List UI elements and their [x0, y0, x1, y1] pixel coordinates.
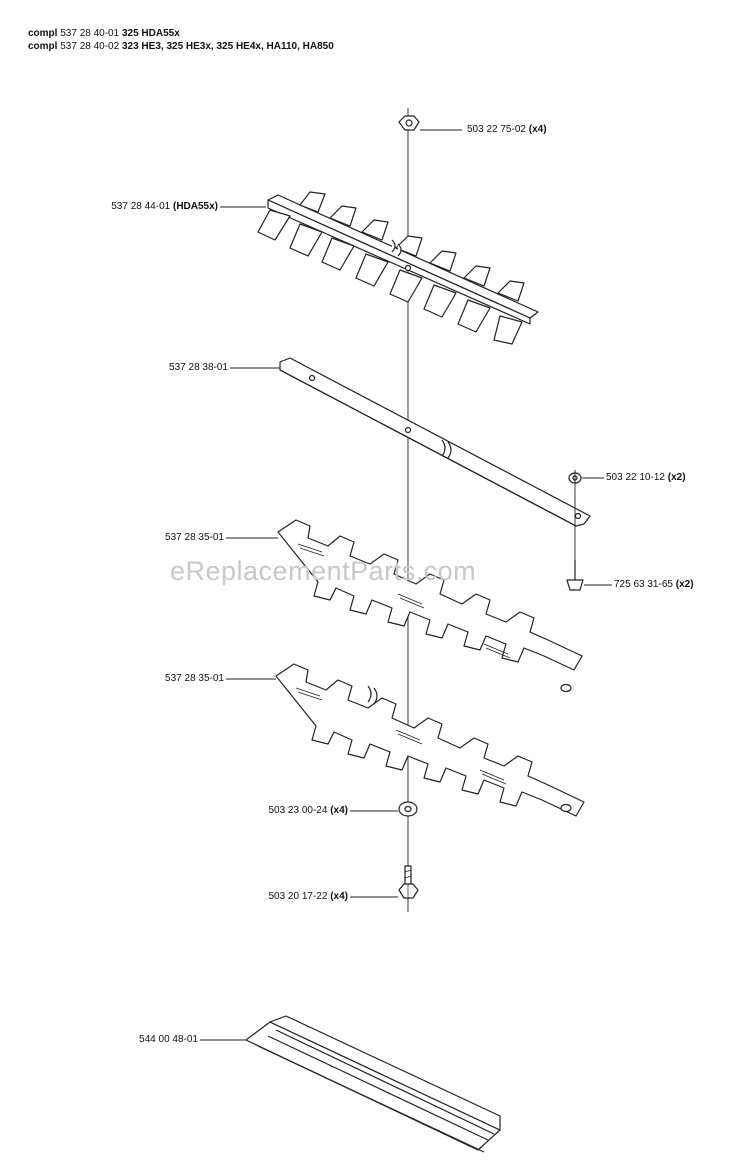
header-models: 323 HE3, 325 HE3x, 325 HE4x, HA110, HA85…: [121, 41, 334, 52]
blade-lower-shape: [275, 663, 585, 817]
part-qty: (HDA55x): [172, 201, 218, 212]
part-label-bolt[interactable]: 503 20 17-22 (x4): [220, 891, 348, 903]
header-part-number: 537 28 40-01: [60, 28, 120, 39]
part-label-screw[interactable]: 725 63 31-65 (x2): [614, 579, 694, 591]
part-label-washer[interactable]: 503 23 00-24 (x4): [220, 805, 348, 817]
part-label-bar[interactable]: 537 28 38-01: [120, 362, 228, 374]
bolt-shape: [398, 865, 419, 899]
part-number: 503 23 00-24: [268, 805, 328, 816]
header-part-number: 537 28 40-02: [60, 41, 120, 52]
part-qty: (x4): [330, 891, 348, 902]
blade-guard-shape: [257, 191, 539, 345]
screw-shape: [566, 560, 584, 591]
blade-upper-shape: [277, 519, 583, 693]
part-number: 537 28 35-01: [165, 673, 224, 684]
watermark: eReplacementParts.com: [170, 556, 477, 586]
washer-shape: [398, 801, 418, 817]
part-qty: (x4): [528, 124, 547, 135]
cover-shape: [245, 1015, 501, 1153]
bar-shape: [279, 357, 591, 527]
leader-lines: [200, 129, 612, 1041]
part-qty: (x2): [667, 472, 686, 483]
header-models: 325 HDA55x: [121, 28, 180, 39]
part-label-blade-upper[interactable]: 537 28 35-01: [120, 532, 224, 544]
part-number: 503 22 75-02: [467, 124, 526, 135]
part-number: 503 22 10-12: [606, 472, 665, 483]
part-number: 725 63 31-65: [614, 579, 673, 590]
header-line-1: compl 537 28 40-01 325 HDA55x: [28, 28, 180, 40]
part-label-cover[interactable]: 544 00 48-01: [90, 1034, 198, 1046]
part-label-nut-top[interactable]: 503 22 75-02 (x4): [467, 124, 547, 136]
part-number: 537 28 38-01: [169, 362, 228, 373]
part-label-blade-lower[interactable]: 537 28 35-01: [120, 673, 224, 685]
part-number: 537 28 44-01: [111, 201, 171, 212]
header-prefix: compl: [28, 28, 58, 39]
part-label-blade-guard[interactable]: 537 28 44-01 (HDA55x): [70, 201, 218, 213]
part-label-washer-small[interactable]: 503 22 10-12 (x2): [606, 472, 686, 484]
part-number: 503 20 17-22: [268, 891, 328, 902]
header-prefix: compl: [28, 41, 58, 52]
part-qty: (x2): [675, 579, 694, 590]
part-number: 544 00 48-01: [139, 1034, 198, 1045]
part-number: 537 28 35-01: [165, 532, 224, 543]
nut-top-shape: [398, 115, 420, 131]
part-qty: (x4): [330, 805, 348, 816]
header-line-2: compl 537 28 40-02 323 HE3, 325 HE3x, 32…: [28, 41, 334, 53]
